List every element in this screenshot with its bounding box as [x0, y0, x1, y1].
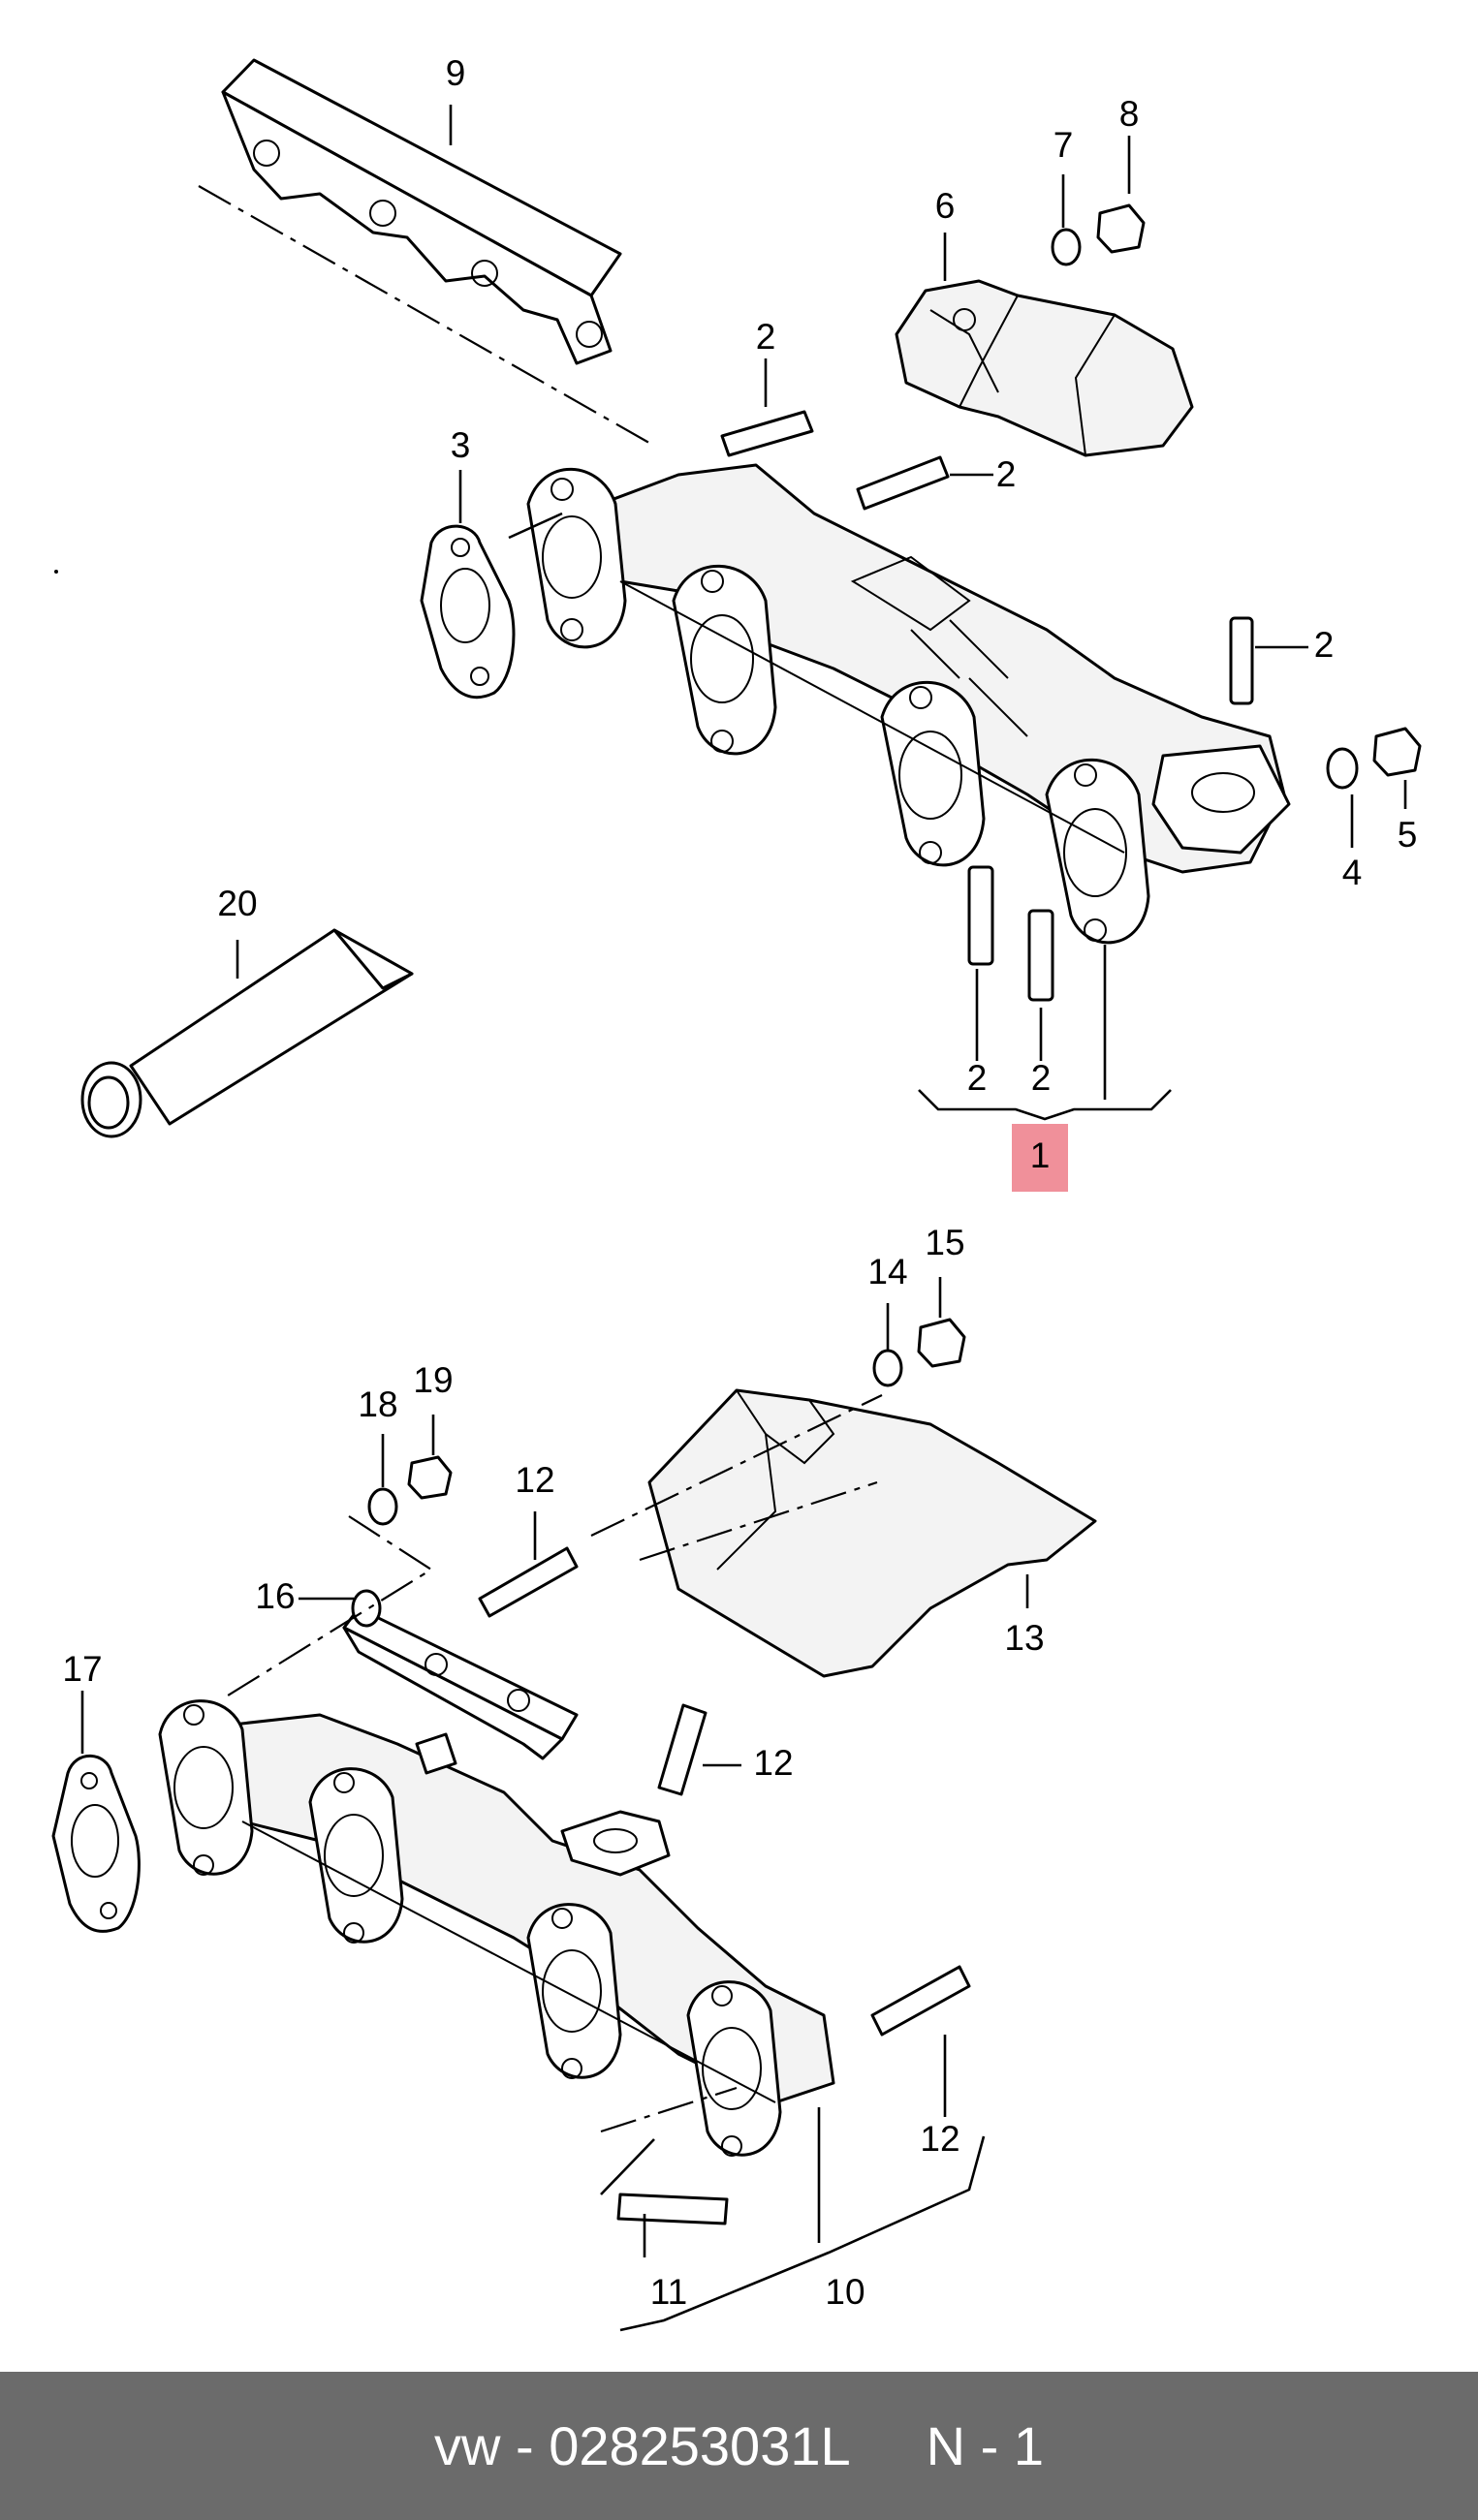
- callout-20[interactable]: 20: [217, 884, 257, 923]
- leader-3-a: [508, 512, 563, 540]
- callout-12-a[interactable]: 12: [515, 1460, 554, 1500]
- callout-19[interactable]: 19: [413, 1360, 453, 1400]
- footer-part-number: vw - 028253031L: [433, 2415, 851, 2476]
- callout-9[interactable]: 9: [446, 53, 466, 93]
- callout-13[interactable]: 13: [1004, 1618, 1044, 1658]
- callout-4[interactable]: 4: [1342, 853, 1363, 892]
- callout-5[interactable]: 5: [1398, 815, 1418, 855]
- callout-3[interactable]: 3: [451, 425, 471, 465]
- callout-1[interactable]: 1: [1030, 1136, 1051, 1175]
- footer-bar: vw - 028253031L N - 1: [0, 2372, 1478, 2520]
- dash-line-bottom-d: [600, 2086, 738, 2133]
- leaders-top: [236, 105, 1407, 1121]
- part-17-gasket: [51, 1754, 141, 1933]
- callout-12-b[interactable]: 12: [753, 1743, 793, 1783]
- callout-10[interactable]: 10: [825, 2272, 865, 2312]
- callout-15[interactable]: 15: [925, 1223, 964, 1262]
- callout-17[interactable]: 17: [62, 1649, 102, 1689]
- callout-2-b[interactable]: 2: [996, 454, 1017, 494]
- footer-page: N - 1: [926, 2415, 1044, 2476]
- callout-2-c[interactable]: 2: [1314, 625, 1335, 665]
- stud-12-b: [657, 1703, 708, 1796]
- stud-2-c: [1229, 616, 1254, 705]
- stud-2-d: [967, 865, 994, 966]
- part-15-nut: [917, 1318, 966, 1368]
- part-9-gasket-strip: [221, 58, 622, 365]
- exploded-parts-diagram: 1 2 2 2 2 2 3 4 5 6 7 8 9 10 11 12 12 12…: [51, 53, 1422, 2332]
- stud-2-a: [720, 410, 814, 457]
- stud-11: [616, 2193, 729, 2225]
- part-1-exhaust-manifold: [526, 463, 1291, 945]
- part-7-washer: [1051, 228, 1082, 266]
- leaders-bottom: [80, 1277, 1029, 2332]
- dash-line-bottom-b: [590, 1394, 883, 1537]
- callout-6[interactable]: 6: [935, 186, 956, 226]
- stud-2-e: [1027, 909, 1054, 1002]
- stray-mark: [54, 570, 58, 574]
- part-6-heat-shield: [895, 279, 1194, 457]
- callout-16[interactable]: 16: [255, 1576, 295, 1616]
- callout-7[interactable]: 7: [1053, 125, 1074, 165]
- callout-2-d[interactable]: 2: [967, 1058, 988, 1098]
- dash-line-9: [198, 185, 655, 447]
- callout-18[interactable]: 18: [358, 1384, 397, 1424]
- part-13-heat-shield: [647, 1388, 1097, 1678]
- callout-11[interactable]: 11: [650, 2272, 687, 2312]
- callout-2-e[interactable]: 2: [1031, 1058, 1052, 1098]
- part-5-nut: [1372, 727, 1422, 777]
- dash-line-bottom-c: [639, 1480, 878, 1562]
- part-16-washer: [351, 1589, 382, 1628]
- dash-line-bottom-a: [227, 1515, 434, 1696]
- part-8-nut: [1096, 203, 1146, 254]
- callout-2-a[interactable]: 2: [756, 317, 776, 357]
- callout-8[interactable]: 8: [1119, 94, 1140, 134]
- callout-12-c[interactable]: 12: [920, 2119, 959, 2159]
- part-4-washer: [1326, 747, 1359, 790]
- stud-12-a: [478, 1546, 579, 1618]
- callout-1-highlight: [1012, 1124, 1068, 1192]
- stud-2-b: [856, 455, 950, 511]
- part-3-gasket: [420, 524, 516, 700]
- part-20-sealant-tube: [80, 928, 414, 1138]
- part-19-nut: [407, 1455, 453, 1500]
- part-14-washer: [872, 1349, 903, 1387]
- part-10-exhaust-manifold: [158, 1699, 835, 2157]
- stud-12-c: [870, 1965, 971, 2037]
- part-18-washer: [367, 1487, 398, 1526]
- callout-14[interactable]: 14: [867, 1252, 907, 1291]
